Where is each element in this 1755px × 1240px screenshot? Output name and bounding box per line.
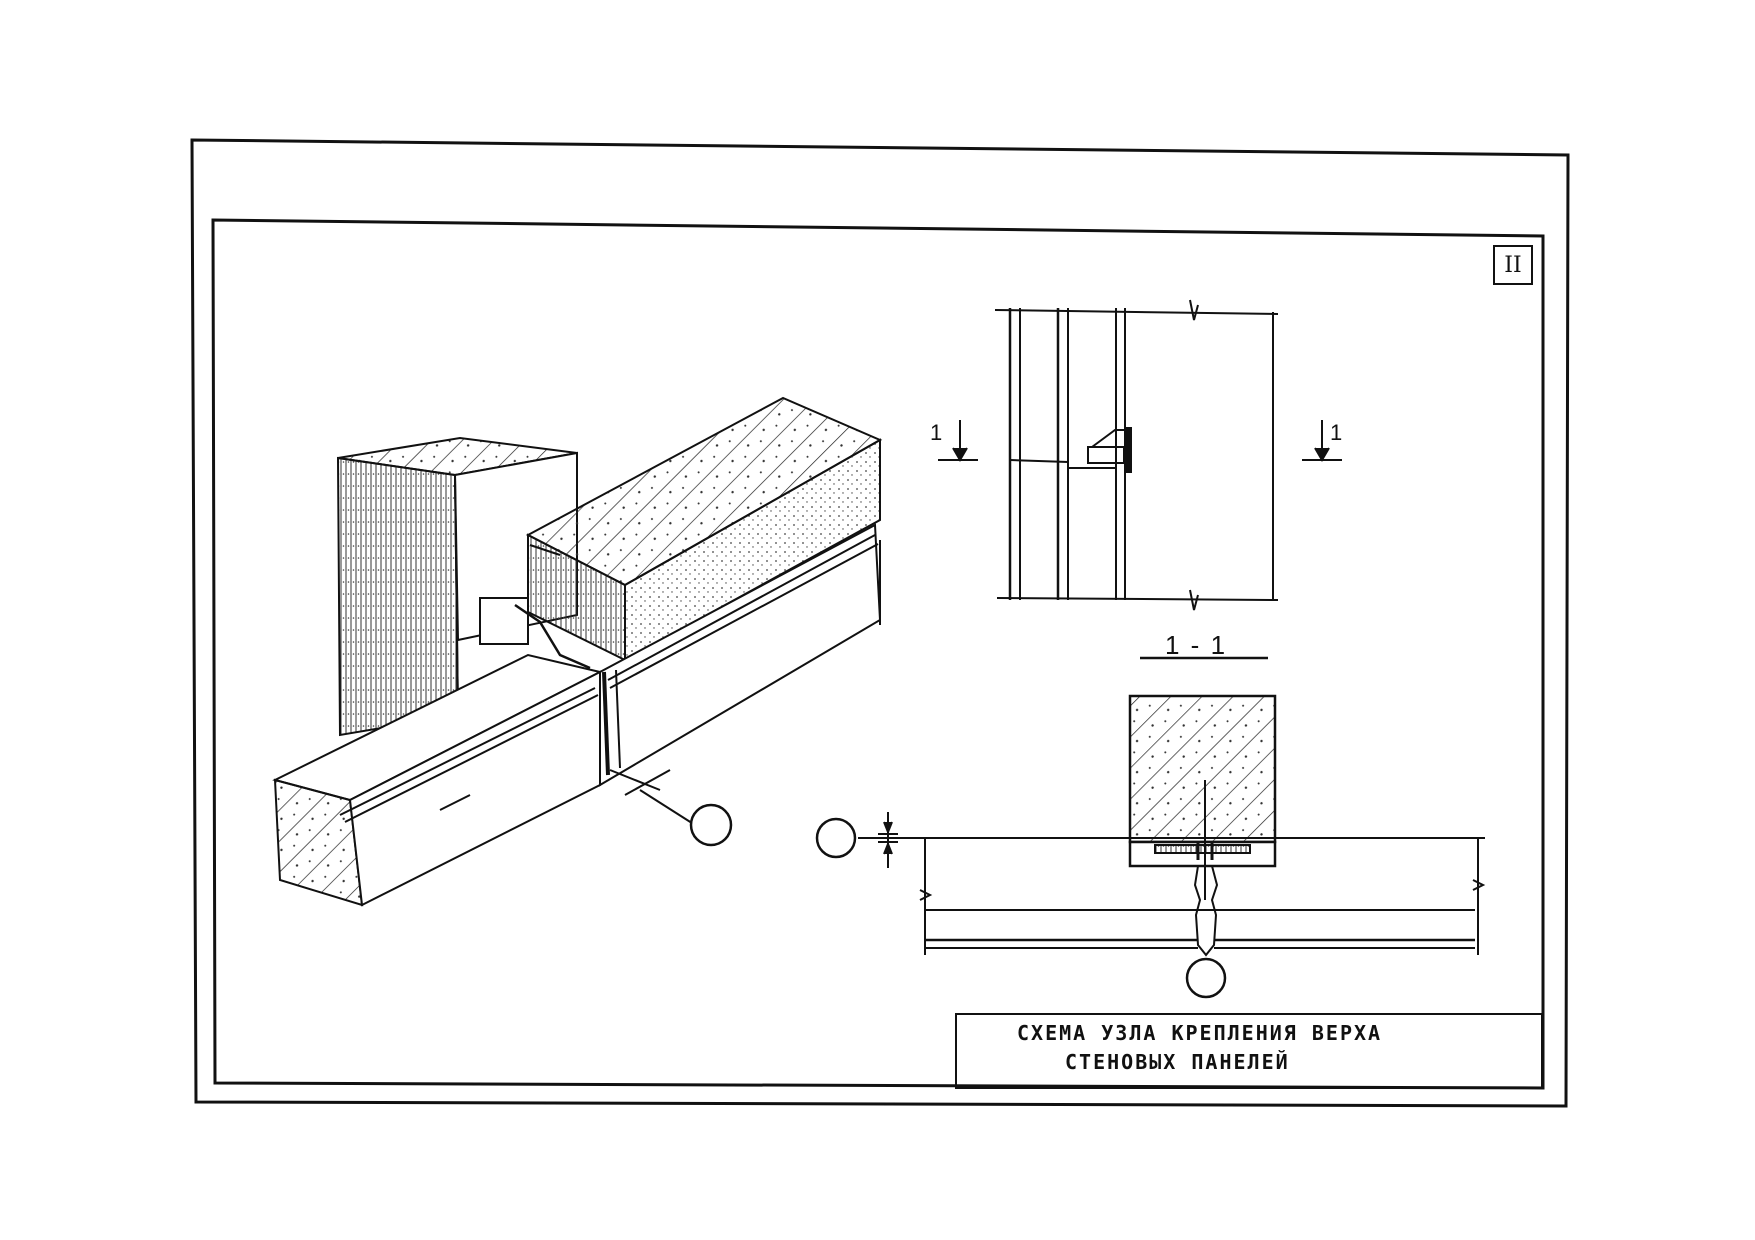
title-block: СХЕМА УЗЛА КРЕПЛЕНИЯ ВЕРХА СТЕНОВЫХ ПАНЕ… (955, 1013, 1543, 1089)
section-title: 1 - 1 (1165, 630, 1228, 660)
title-line-1: СХЕМА УЗЛА КРЕПЛЕНИЯ ВЕРХА (1017, 1021, 1383, 1045)
elevation-view (994, 299, 1279, 611)
joint-detail (479, 597, 696, 826)
title-line-2: СТЕНОВЫХ ПАНЕЛЕЙ (1065, 1050, 1290, 1074)
sheet-frame (190, 138, 1570, 1108)
isometric-view (272, 396, 883, 907)
sheet-number: II (1493, 245, 1533, 285)
lower-beam (272, 523, 882, 907)
cut-mark-right-label: 1 (1330, 420, 1343, 445)
detail-marker-circle (689, 803, 733, 847)
detail-marker-circle (1185, 957, 1227, 999)
column (336, 436, 578, 737)
cut-mark-left-label: 1 (930, 420, 943, 445)
upper-panel (525, 396, 883, 662)
section-1-1 (858, 656, 1486, 957)
cut-mark-right (1302, 420, 1342, 462)
detail-marker-circle (815, 817, 857, 859)
cut-mark-left (938, 420, 978, 462)
